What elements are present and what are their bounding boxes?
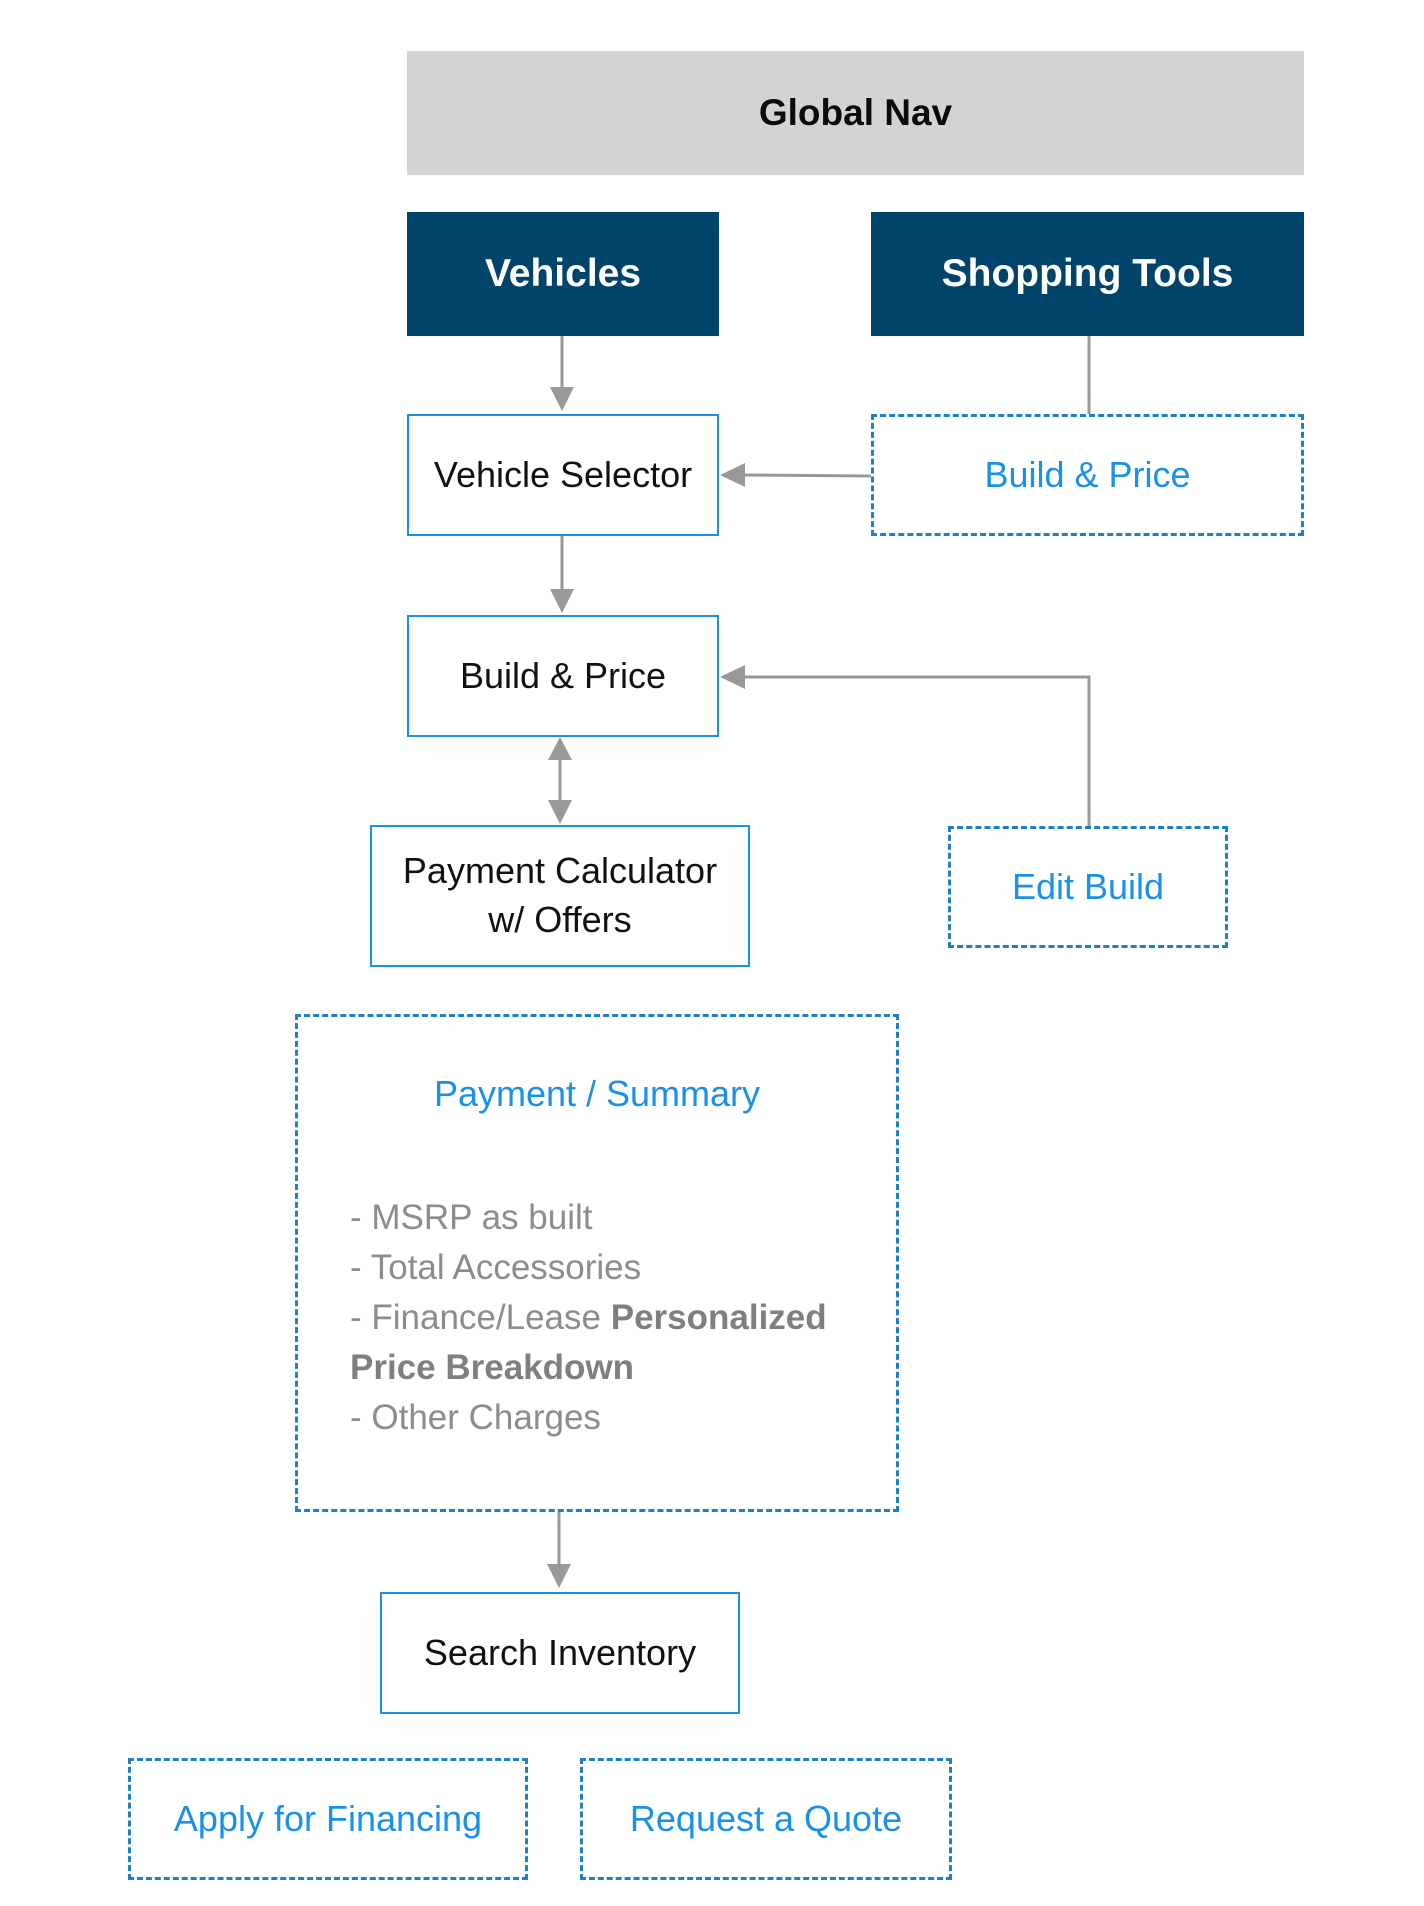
summary-item-other-charges: - Other Charges [350,1398,601,1437]
summary-item-accessories: - Total Accessories [350,1248,642,1287]
edge-edit-build-to-build-price [744,675,1091,826]
payment-calculator-line2: w/ Offers [488,899,632,940]
search-inventory-box[interactable]: Search Inventory [380,1592,740,1714]
shopping-tools-box[interactable]: Shopping Tools [871,212,1304,336]
summary-item-msrp: - MSRP as built [350,1198,593,1237]
request-quote-label: Request a Quote [629,1798,903,1839]
request-quote-box[interactable]: Request a Quote [580,1758,952,1880]
arrowhead-build-price [550,589,574,613]
vehicles-box[interactable]: Vehicles [407,212,719,336]
payment-summary-title: Payment / Summary [433,1073,761,1114]
arrowhead-search [547,1564,571,1588]
payment-calculator-line1: Payment Calculator [402,850,718,892]
global-nav-label: Global Nav [758,92,953,133]
edge-build-price-tool-to-selector [743,473,872,478]
arrowhead-selector [550,387,574,411]
arrowhead-calculator-down [548,800,572,824]
build-price-tool-label: Build & Price [984,454,1191,495]
global-nav-box[interactable]: Global Nav [407,51,1304,175]
build-price-tool-box[interactable]: Build & Price [871,414,1304,536]
arrowhead-build-price-left [720,665,745,689]
shopping-tools-label: Shopping Tools [941,252,1234,295]
vehicle-selector-label: Vehicle Selector [433,454,693,495]
summary-bold-breakdown: Personalized Price Breakdown [350,1298,827,1387]
vehicles-label: Vehicles [484,252,642,295]
summary-item-finance-lease: - Finance/Lease Personalized Price Break… [350,1293,870,1393]
summary-item-finance-lease-text: - Finance/Lease [350,1298,611,1337]
payment-calculator-box[interactable]: Payment Calculator w/ Offers [370,825,750,967]
apply-financing-label: Apply for Financing [173,1798,483,1839]
payment-summary-box[interactable]: Payment / Summary - MSRP as built - Tota… [295,1014,899,1512]
build-price-box[interactable]: Build & Price [407,615,719,737]
arrowhead-selector-left [720,463,745,487]
payment-calculator-label: Payment Calculator w/ Offers [403,847,717,944]
payment-summary-list: - MSRP as built - Total Accessories - Fi… [350,1193,870,1443]
build-price-label: Build & Price [459,655,667,696]
vehicle-selector-box[interactable]: Vehicle Selector [407,414,719,536]
apply-financing-box[interactable]: Apply for Financing [128,1758,528,1880]
edit-build-label: Edit Build [1011,866,1165,907]
arrowhead-build-price-up [548,737,572,760]
search-inventory-label: Search Inventory [423,1632,697,1673]
edit-build-box[interactable]: Edit Build [948,826,1228,948]
